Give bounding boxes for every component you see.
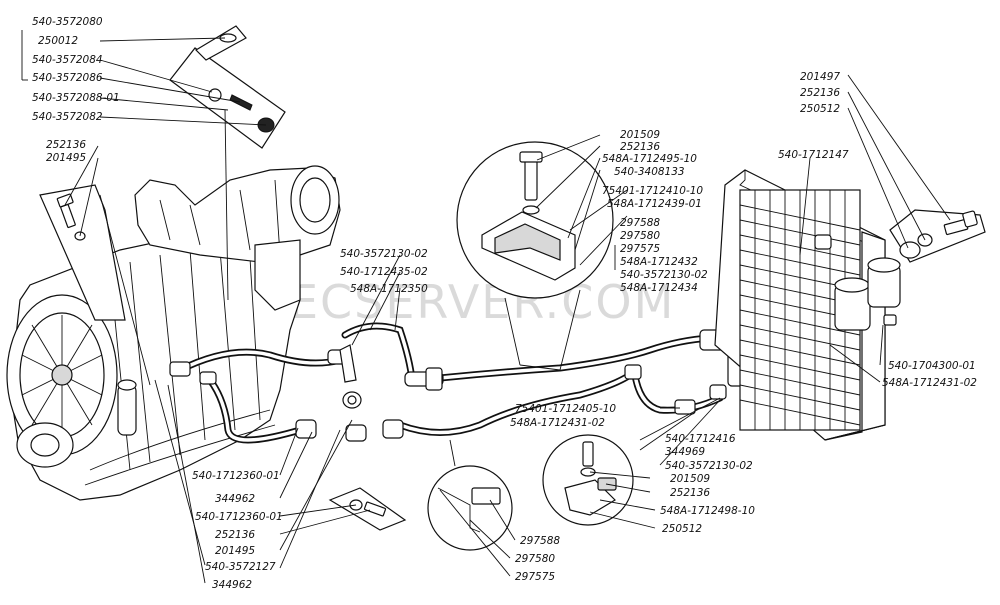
label-part-number: 201509 <box>670 473 710 485</box>
label-part-number: 252136 <box>670 487 710 499</box>
label-part-number: 540-3572088-01 <box>32 92 120 104</box>
label-part-number: 548A-1712350 <box>350 283 428 295</box>
label-part-number: 540-3572082 <box>32 111 103 123</box>
label-part-number: 344962 <box>212 579 252 591</box>
label-part-number: 548A-1712434 <box>620 282 698 294</box>
label-part-number: 201495 <box>46 152 86 164</box>
label-part-number: 540-3572130-02 <box>340 248 428 260</box>
label-part-number: 548A-1712431-02 <box>882 377 977 389</box>
label-part-number: 297588 <box>520 535 560 547</box>
label-part-number: 344969 <box>665 446 705 458</box>
part-labels: 540-3572080 250012 540-3572084 540-35720… <box>32 16 977 591</box>
label-part-number: 201497 <box>800 71 840 83</box>
label-part-number: 540-3572127 <box>205 561 276 573</box>
label-part-number: 252136 <box>620 141 660 153</box>
label-part-number: 540-3572084 <box>32 54 103 66</box>
label-part-number: 540-1712360-01 <box>195 511 283 523</box>
label-part-number: 252136 <box>46 139 86 151</box>
label-part-number: 297575 <box>515 571 555 583</box>
label-part-number: 297588 <box>620 217 660 229</box>
detail-bracket-callout <box>456 141 614 371</box>
label-part-number: 540-1712147 <box>778 149 849 161</box>
label-part-number: 297580 <box>620 230 660 242</box>
label-part-number: 297575 <box>620 243 660 255</box>
label-part-number: 250012 <box>38 35 78 47</box>
label-part-number: 540-3572080 <box>32 16 103 28</box>
detail-strap-callout <box>542 434 634 526</box>
label-part-number: 548A-1712495-10 <box>602 153 697 165</box>
label-part-number: 540-3408133 <box>614 166 685 178</box>
label-part-number: 540-1712435-02 <box>340 266 428 278</box>
label-part-number: 540-3572086 <box>32 72 103 84</box>
label-part-number: 250512 <box>662 523 702 535</box>
leader-lines <box>21 30 951 584</box>
bolt-details <box>39 25 986 531</box>
label-part-number: 75401-1712405-10 <box>515 403 616 415</box>
watermark: SPECSERVER.COM <box>228 275 675 329</box>
label-part-number: 548A-1712439-01 <box>607 198 702 210</box>
label-part-number: 540-1712416 <box>665 433 736 445</box>
radiator <box>714 169 901 441</box>
label-part-number: 540-1704300-01 <box>888 360 976 372</box>
label-part-number: 252136 <box>800 87 840 99</box>
detail-clip-callout <box>427 439 513 551</box>
label-part-number: 540-3572130-02 <box>665 460 753 472</box>
label-part-number: 540-1712360-01 <box>192 470 280 482</box>
label-part-number: 201509 <box>620 129 660 141</box>
label-part-number: 201495 <box>215 545 255 557</box>
label-part-number: 297580 <box>515 553 555 565</box>
label-part-number: 344962 <box>215 493 255 505</box>
label-part-number: 540-3572130-02 <box>620 269 708 281</box>
label-part-number: 75401-1712410-10 <box>602 185 703 197</box>
label-part-number: 548A-1712498-10 <box>660 505 755 517</box>
label-part-number: 252136 <box>215 529 255 541</box>
label-part-number: 548A-1712432 <box>620 256 698 268</box>
label-part-number: 250512 <box>800 103 840 115</box>
label-part-number: 548A-1712431-02 <box>510 417 605 429</box>
